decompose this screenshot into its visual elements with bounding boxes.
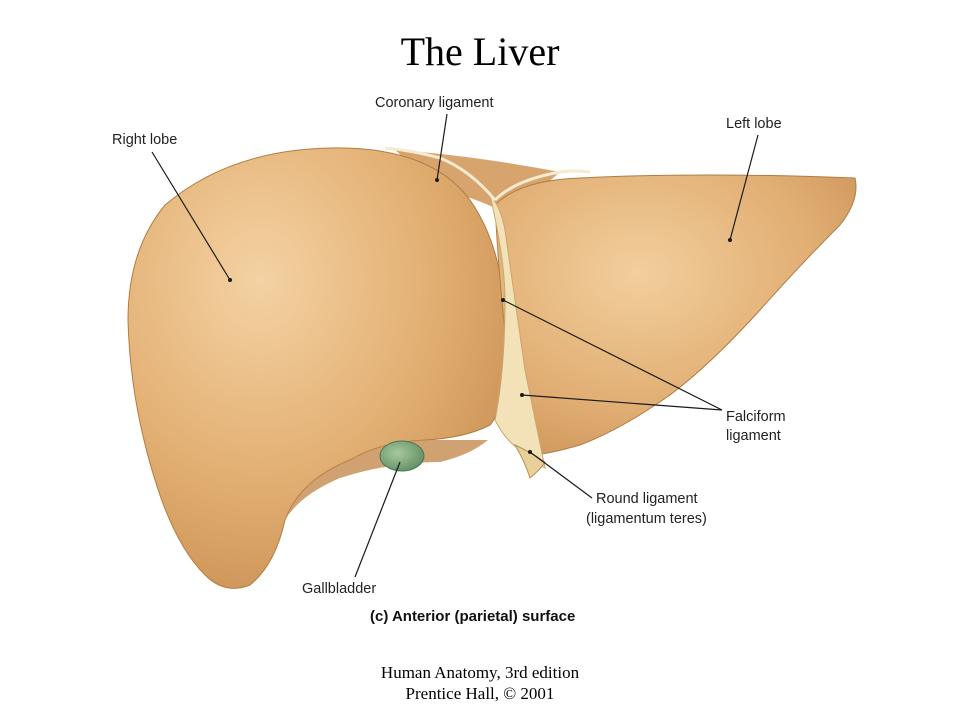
right-lobe — [127, 147, 506, 589]
footer-line-1: Human Anatomy, 3rd edition — [380, 663, 580, 682]
label-gallbladder: Gallbladder — [302, 581, 376, 597]
figure-caption: (c) Anterior (parietal) surface — [370, 608, 575, 625]
coronary-ligament-left — [493, 169, 591, 202]
right-lobe-inferior-shadow — [285, 440, 488, 520]
label-falciform-line1: Falciform — [726, 409, 786, 425]
gallbladder — [379, 440, 425, 472]
label-round-ligament-line1: Round ligament — [596, 491, 698, 507]
label-round-ligament-line2: (ligamentum teres) — [586, 511, 707, 527]
slide-title: The Liver — [400, 29, 560, 74]
footer-citation: Human Anatomy, 3rd edition Prentice Hall… — [0, 662, 960, 704]
left-lobe — [494, 174, 857, 456]
footer-line-2: Prentice Hall, © 2001 — [405, 684, 555, 703]
label-left-lobe: Left lobe — [726, 116, 782, 132]
leader-dots — [228, 178, 732, 454]
label-falciform-line2: ligament — [726, 428, 781, 444]
leader-lines — [151, 113, 759, 578]
label-right-lobe: Right lobe — [112, 132, 177, 148]
label-coronary-ligament: Coronary ligament — [375, 95, 493, 111]
